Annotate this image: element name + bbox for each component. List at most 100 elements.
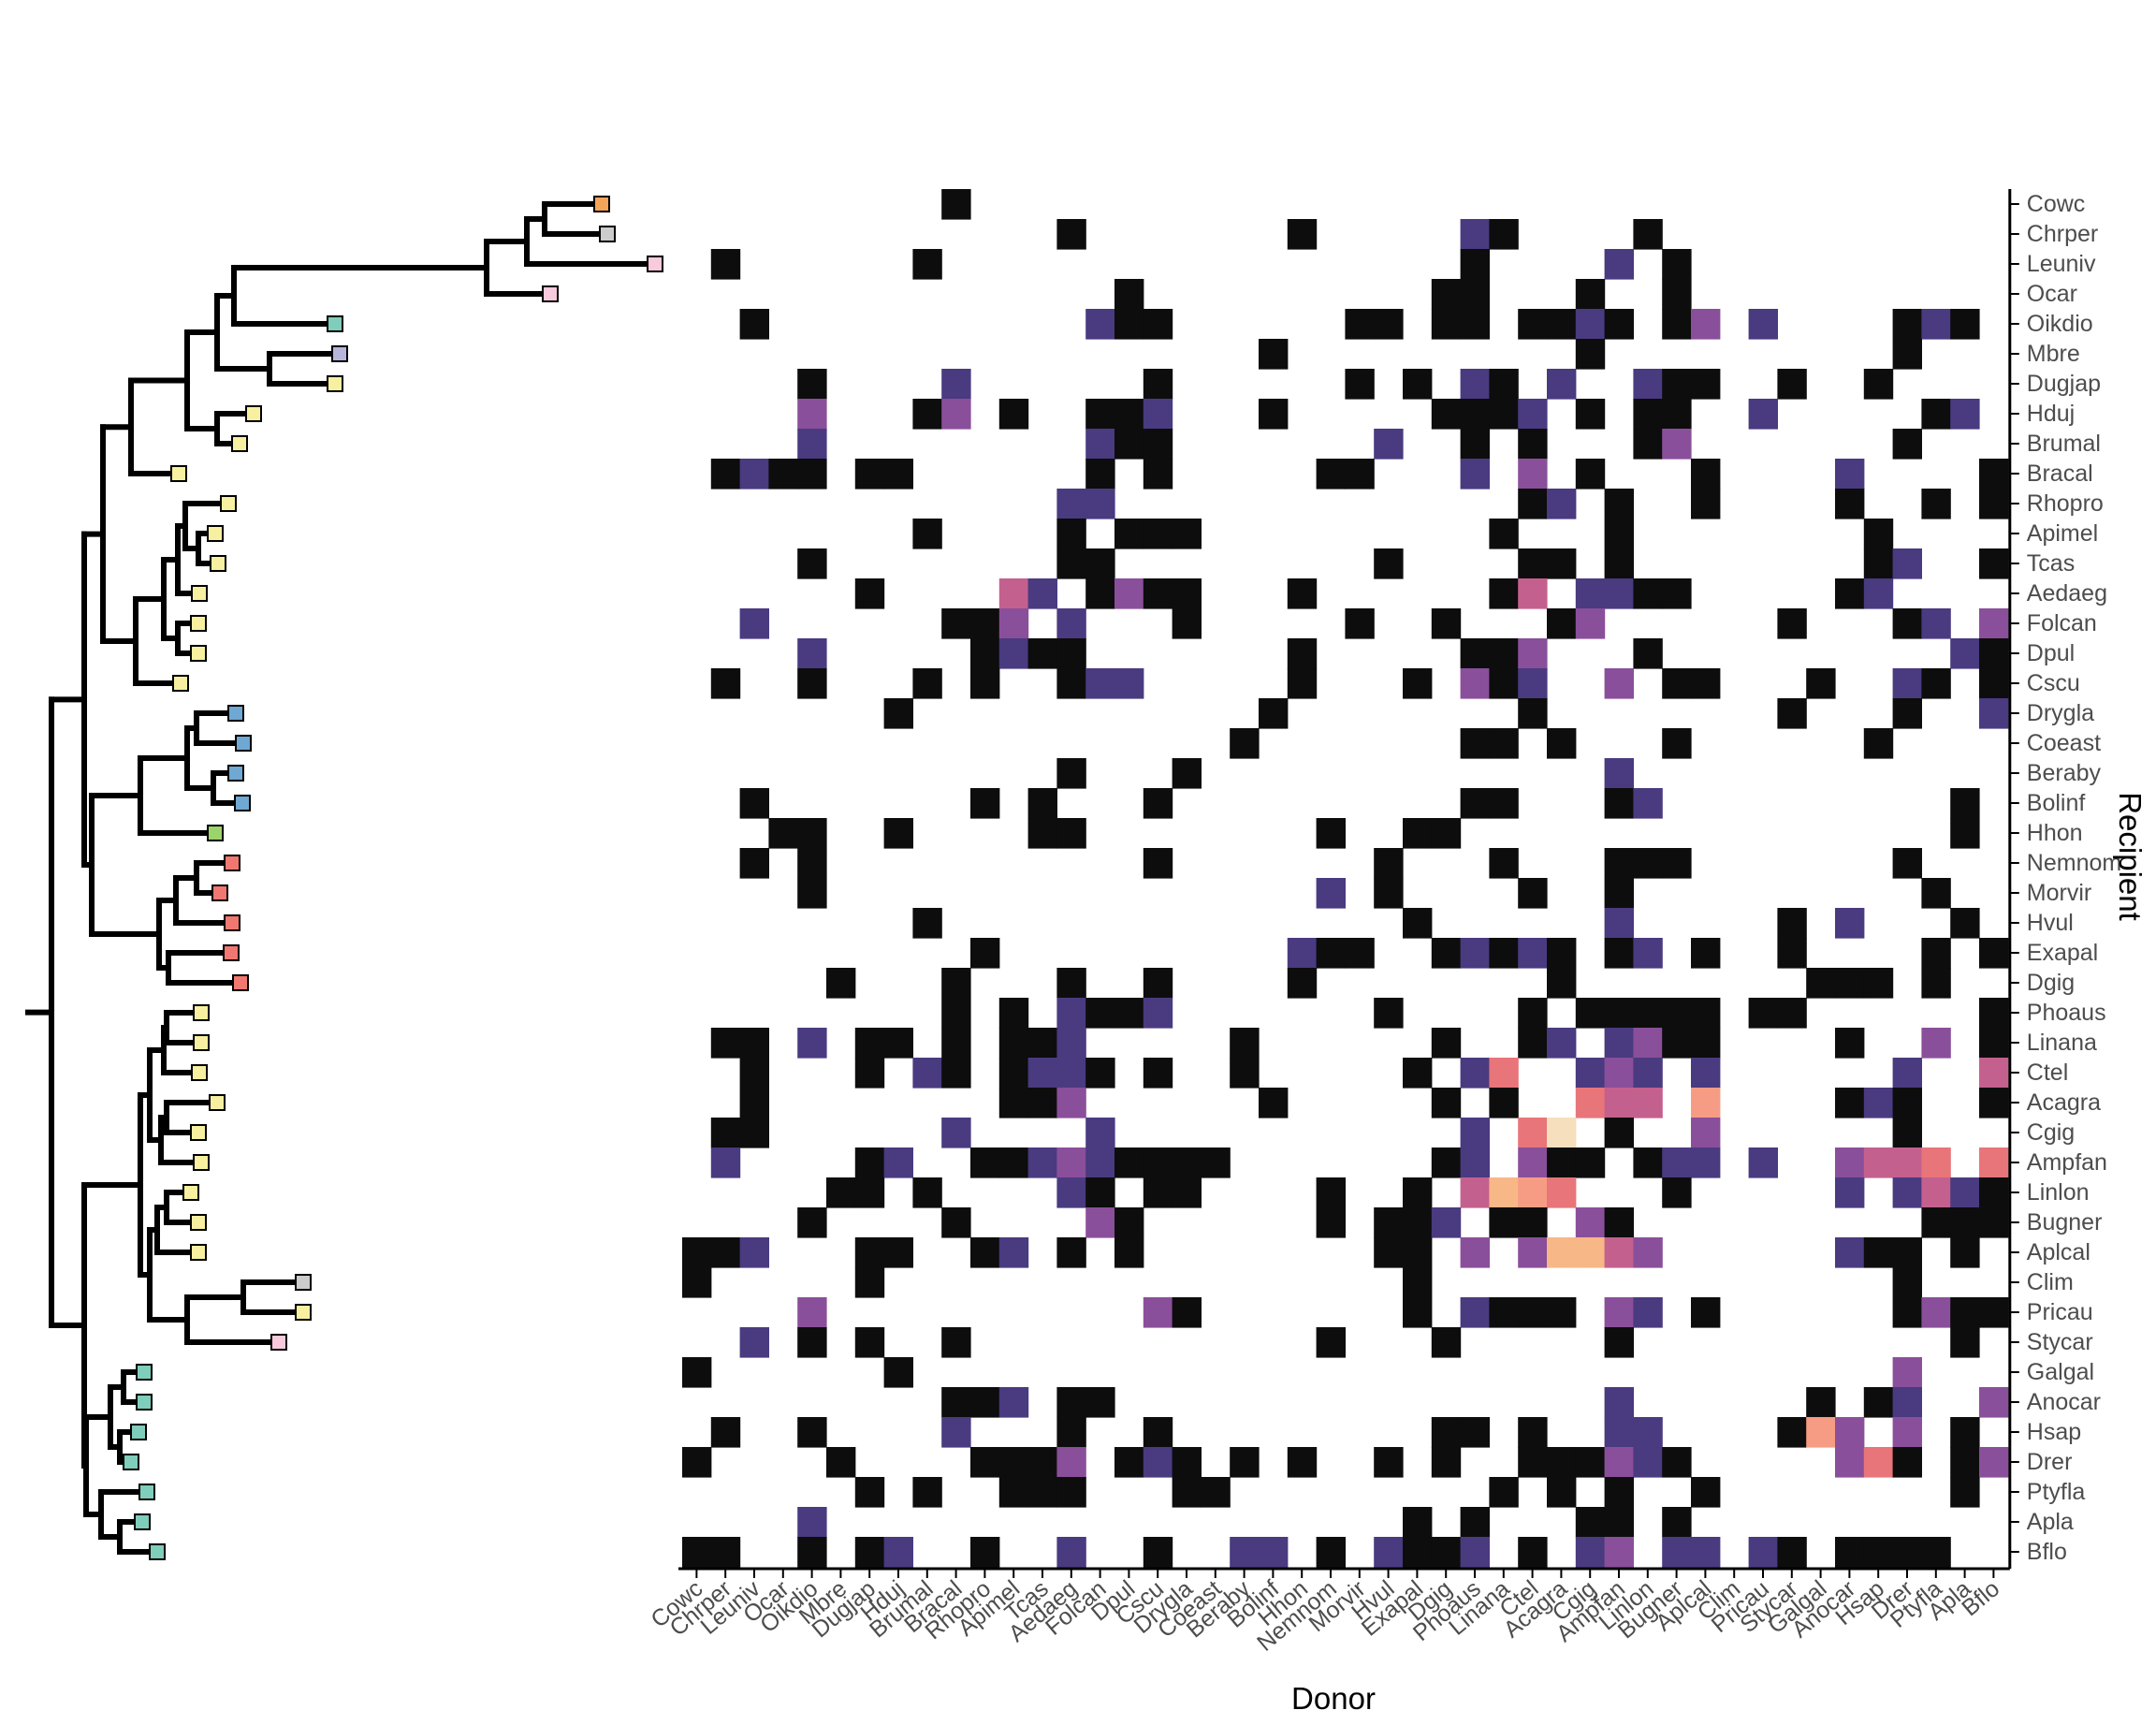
heatmap-cell [739,608,769,639]
heatmap-cell [1950,1447,1980,1478]
heatmap-cell [797,1028,827,1059]
heatmap-cell [1921,309,1951,340]
heatmap-cell [1979,489,2009,519]
heatmap-cell [1662,1507,1692,1538]
heatmap-cell [1748,998,1778,1029]
heatmap-cell [1518,1417,1548,1448]
heatmap-cell [1172,519,1202,549]
heatmap-cell [1287,1447,1318,1478]
heatmap-cell [1489,578,1519,609]
y-tick-label: Mbre [2027,341,2080,367]
tree-tip-marker [190,1124,207,1141]
heatmap-cell [1575,998,1606,1029]
heatmap-cell [970,1447,1000,1478]
heatmap-cell [1835,1177,1865,1208]
heatmap-cell [1633,1417,1663,1448]
heatmap-cell [1604,249,1634,280]
heatmap-cell [1691,998,1721,1029]
heatmap-cell [1575,459,1606,490]
heatmap-cell [1604,1387,1634,1418]
heatmap-cell [1604,758,1634,789]
heatmap-cell [1374,1207,1404,1238]
heatmap-cell [1230,728,1260,759]
phylogenetic-tree [25,196,663,1560]
heatmap-cell [854,459,885,490]
heatmap-cell [1575,1237,1606,1268]
heatmap-cell [1979,1058,2009,1089]
tree-tip-marker [211,884,228,901]
heatmap-cell [1259,1088,1289,1118]
heatmap-cell [998,1088,1029,1118]
tree-tip-marker [136,1394,153,1411]
heatmap-cell [1892,339,1922,370]
heatmap-cell [1085,309,1115,340]
y-tick-label: Rhopro [2027,490,2104,517]
heatmap-cell [854,1327,885,1358]
heatmap-cell [1921,878,1951,909]
heatmap-cell [1287,938,1318,969]
y-tick-label: Bflo [2027,1539,2067,1565]
heatmap-cell [1027,578,1057,609]
heatmap-cell [941,369,971,400]
heatmap-cell [1518,1177,1548,1208]
heatmap-cell [1489,788,1519,819]
heatmap-cell [1633,369,1663,400]
heatmap-cell [1777,1417,1807,1448]
y-axis-title: Recipient [2113,792,2148,921]
heatmap-cell [1374,1237,1404,1268]
heatmap-cell [739,309,769,340]
heatmap-cell [739,1088,769,1118]
heatmap-cell [1143,1537,1173,1568]
heatmap-cell [1201,1148,1231,1178]
heatmap-cell [883,698,913,729]
heatmap-cell [1662,279,1692,310]
heatmap-cell [1085,998,1115,1029]
heatmap-cell [1662,369,1692,400]
tree-tip-marker [235,735,252,752]
heatmap-cell [1172,1477,1202,1508]
heatmap-cell [1230,1058,1260,1089]
heatmap-cell [1691,1477,1721,1508]
heatmap-cell [998,1028,1029,1059]
heatmap-cell [1604,309,1634,340]
y-tick-label: Tcas [2027,550,2075,577]
heatmap-cell [1230,1028,1260,1059]
heatmap-cell [1950,1417,1980,1448]
tree-tip-marker [295,1304,312,1321]
heatmap-cell [1518,548,1548,579]
heatmap-cell [1431,608,1462,639]
heatmap-cell [1835,489,1865,519]
heatmap-cell [1316,1327,1346,1358]
y-tick-label: Aedaeg [2027,580,2107,607]
tree-tip-marker [207,825,224,841]
heatmap-cell [1403,818,1433,849]
heatmap-cell [1518,459,1548,490]
heatmap-cell [1835,459,1865,490]
heatmap-cell [1345,459,1375,490]
heatmap-cell [1230,1537,1260,1568]
heatmap-cell [1604,878,1634,909]
heatmap-cell [1547,938,1577,969]
tree-tip-marker [190,1244,207,1261]
heatmap-cell [1662,1028,1692,1059]
heatmap-cell [1056,1537,1086,1568]
tree-tip-marker [331,345,348,362]
heatmap-cell [1547,548,1577,579]
heatmap-cell [1460,249,1490,280]
heatmap-cell [1604,848,1634,879]
y-tick-label: Brumal [2027,431,2101,457]
heatmap-cell [1403,1267,1433,1298]
heatmap-cell [1056,1417,1086,1448]
heatmap-cell [998,399,1029,430]
heatmap-cell [1518,399,1548,430]
heatmap-cell [1921,1028,1951,1059]
heatmap-cell [1056,519,1086,549]
heatmap-cell [1403,1537,1433,1568]
heatmap-cell [1604,1507,1634,1538]
heatmap-cell [1662,998,1692,1029]
heatmap-cell [1027,1088,1057,1118]
heatmap-cell [1892,1237,1922,1268]
heatmap-cell [797,1297,827,1328]
heatmap-cell [682,1537,712,1568]
heatmap-cell [1056,489,1086,519]
